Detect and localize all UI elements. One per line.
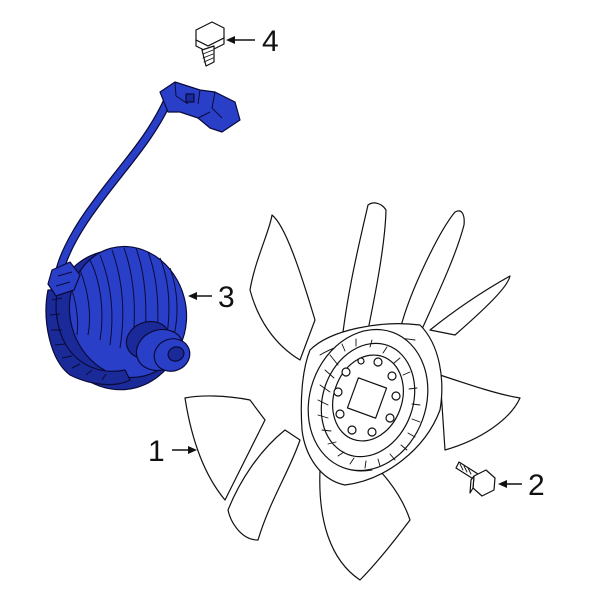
callout-3: 3 [188,281,235,314]
clutch-bolt[interactable] [195,21,225,67]
callout-label-4: 4 [262,25,279,58]
callout-1: 1 [148,435,197,468]
callout-label-3: 3 [218,281,235,314]
callout-label-1: 1 [148,435,165,468]
fan-blade[interactable] [184,202,521,581]
callout-4: 4 [226,25,279,58]
fan-clutch[interactable] [37,81,241,404]
fan-bolt[interactable] [455,461,496,497]
callout-label-2: 2 [528,469,545,502]
callout-2: 2 [498,469,545,502]
